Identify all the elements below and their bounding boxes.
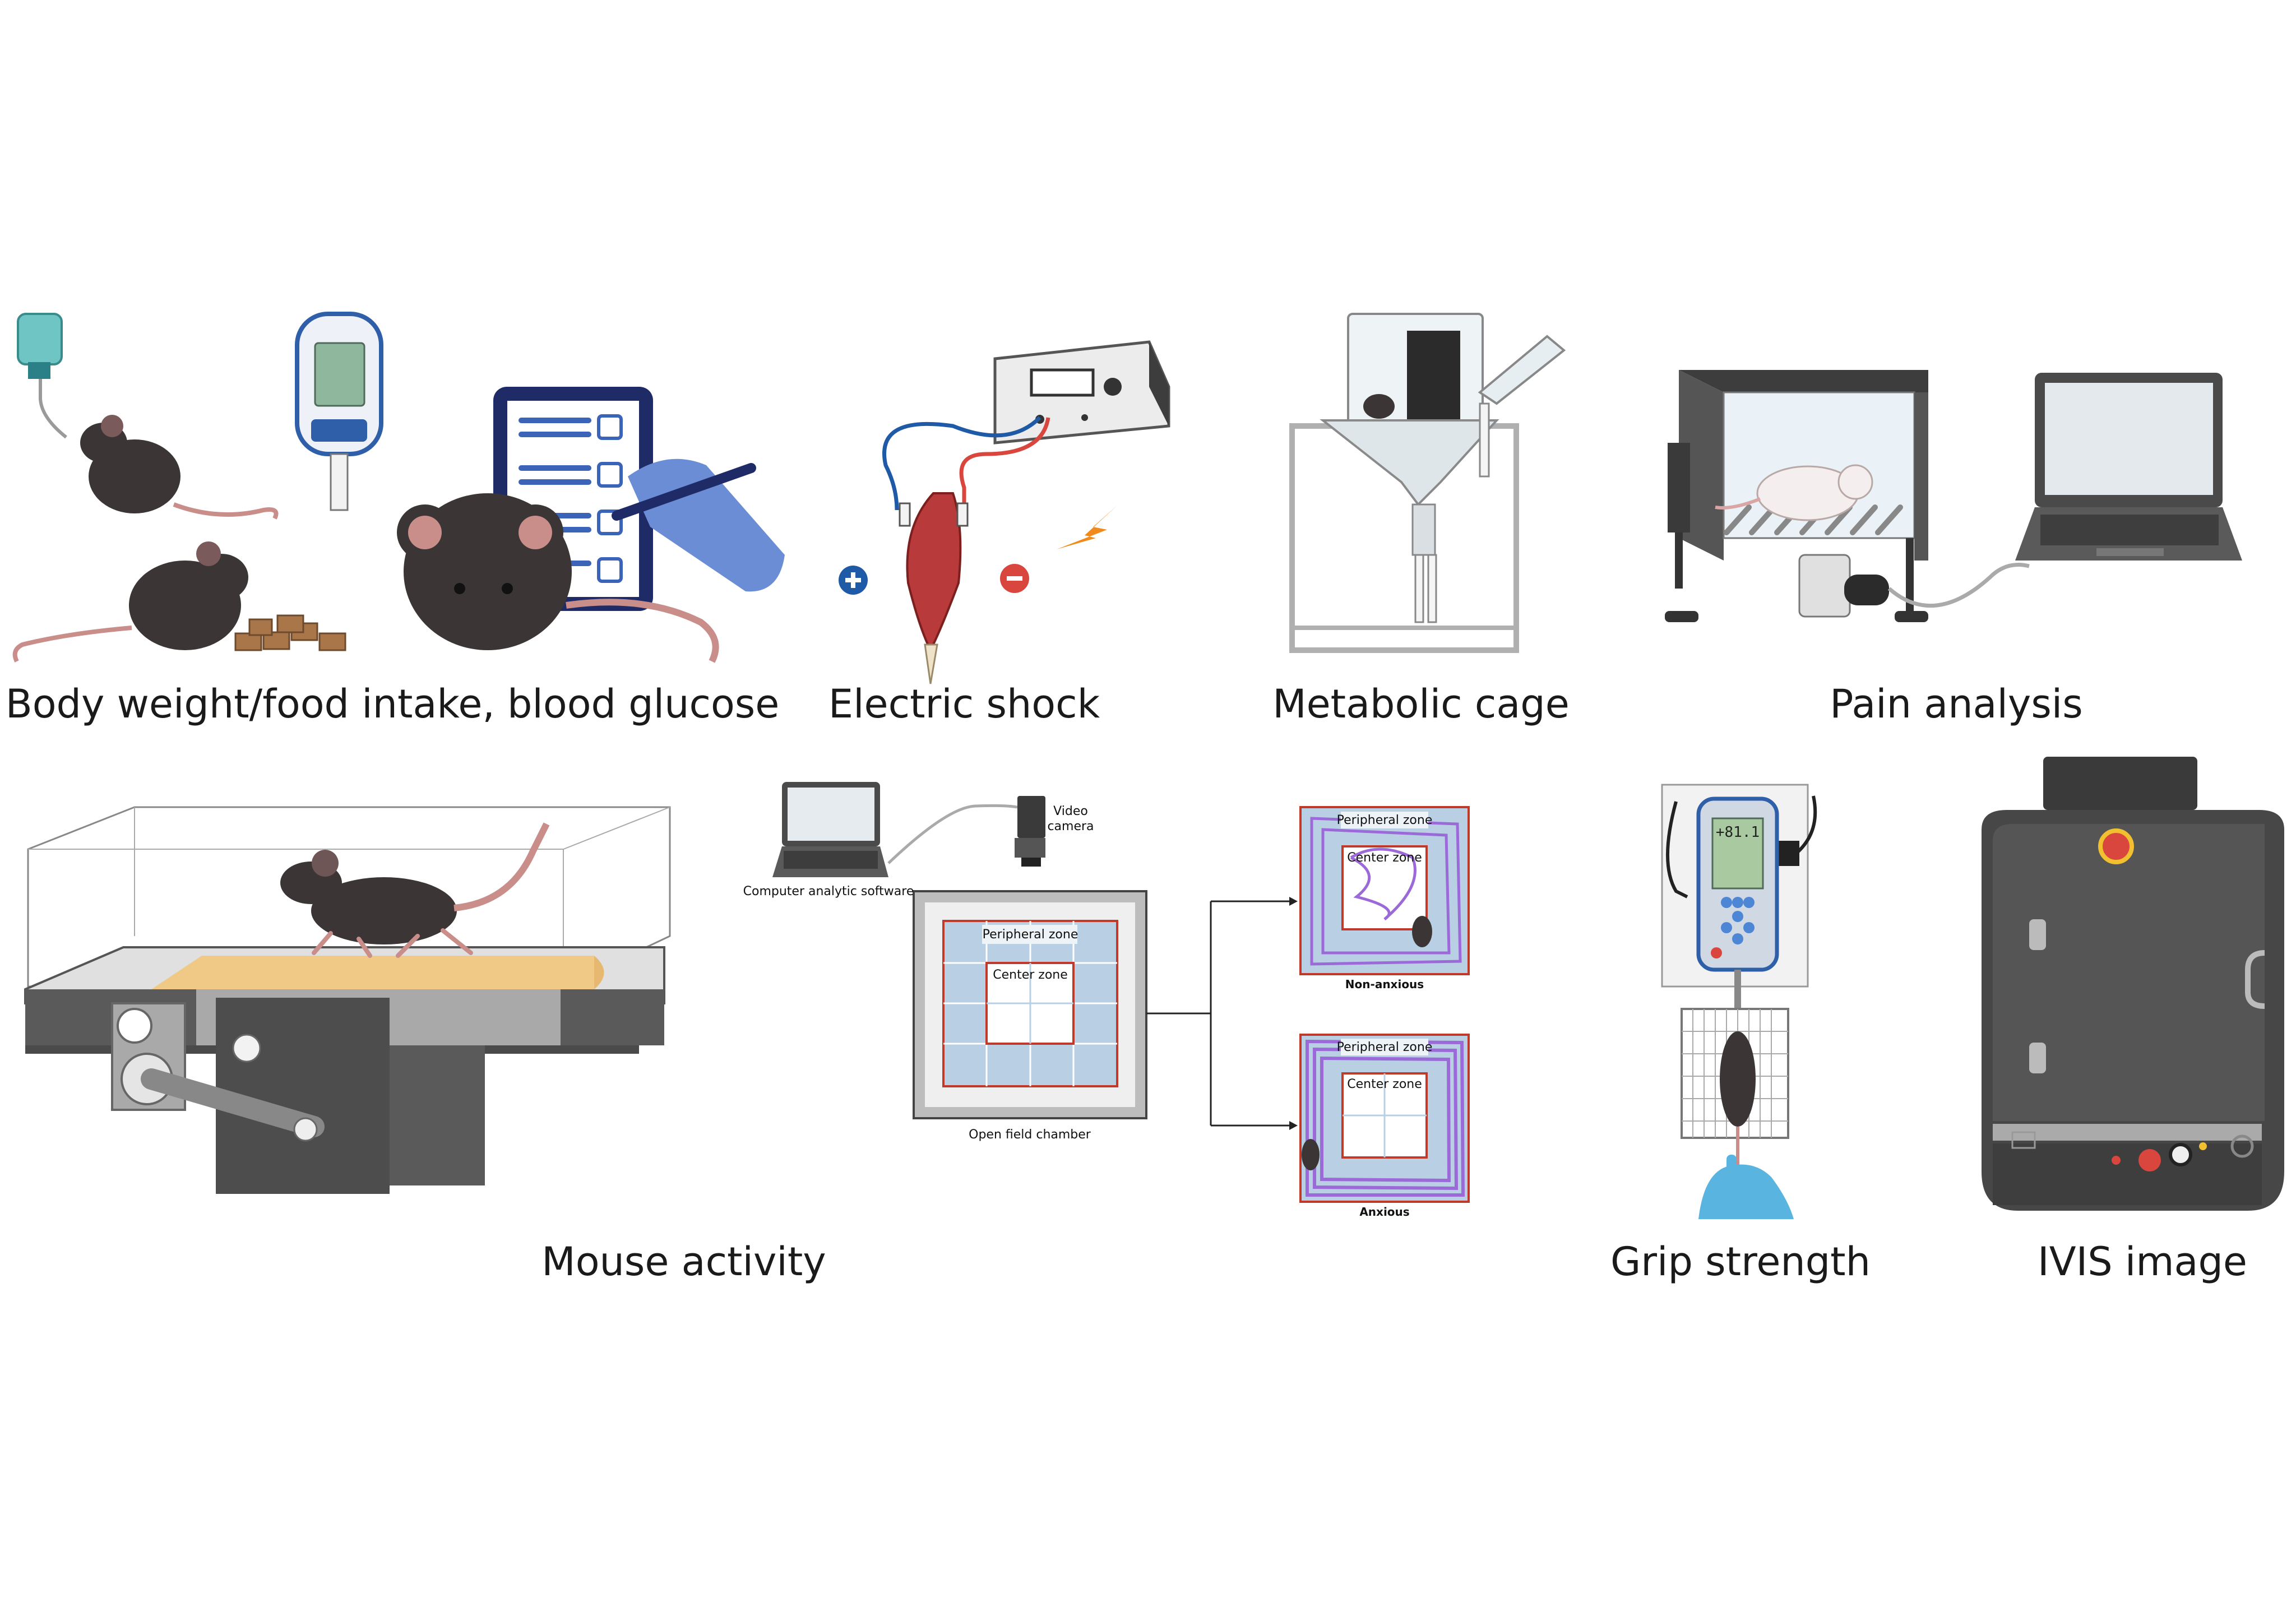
panel-pain-analysis-illustration xyxy=(1665,370,2242,622)
panel-open-field-illustration xyxy=(772,782,1470,1203)
muscle-icon xyxy=(899,492,969,684)
camera-cable xyxy=(887,804,1018,864)
panel-body-weight-illustration xyxy=(12,312,785,663)
mouse-eating-icon xyxy=(12,541,248,663)
arrowhead-bottom xyxy=(1289,1121,1298,1130)
anxious-arena xyxy=(1299,1034,1470,1203)
treadmill-icon xyxy=(24,806,671,1194)
stimulator-device-icon xyxy=(993,340,1170,444)
panel-metabolic-cage-illustration xyxy=(1289,313,1566,653)
food-pellets-icon xyxy=(234,614,346,651)
lightning-bolt-icon xyxy=(1057,504,1118,549)
panel-electric-shock-illustration xyxy=(839,340,1170,684)
gloved-hand-icon xyxy=(1698,1155,1794,1219)
non-anxious-arena xyxy=(1299,806,1470,975)
mouse-drinking-icon xyxy=(80,415,279,520)
panel-grip-strength-illustration xyxy=(1661,784,1817,1219)
grip-grid-icon xyxy=(1681,1008,1789,1183)
water-bottle-icon xyxy=(17,313,67,439)
laptop-cable xyxy=(1887,563,2030,608)
hot-plate-chamber-icon xyxy=(1665,370,1928,622)
video-camera-icon xyxy=(1015,796,1045,867)
wire-red xyxy=(959,417,1050,510)
grip-meter-icon xyxy=(1661,784,1817,1009)
mouse-running-icon xyxy=(280,822,550,958)
branch-arrows xyxy=(1146,900,1289,1127)
laptop-icon xyxy=(2015,373,2242,561)
arrowhead-top xyxy=(1289,897,1298,906)
negative-electrode-icon xyxy=(1000,564,1029,593)
computer-icon xyxy=(772,782,888,877)
glucometer-icon xyxy=(295,312,383,511)
wire-blue xyxy=(882,416,1041,511)
mouse-large-icon xyxy=(397,493,719,663)
panel-mouse-activity-illustration xyxy=(24,806,671,1194)
open-field-chamber-icon xyxy=(913,890,1147,1119)
panel-ivis-illustration xyxy=(1982,757,2284,1211)
ivis-imager-icon xyxy=(1982,757,2284,1211)
positive-electrode-icon xyxy=(839,566,868,595)
checklist-clipboard-icon xyxy=(493,387,785,611)
metabolic-cage-icon xyxy=(1289,313,1566,653)
